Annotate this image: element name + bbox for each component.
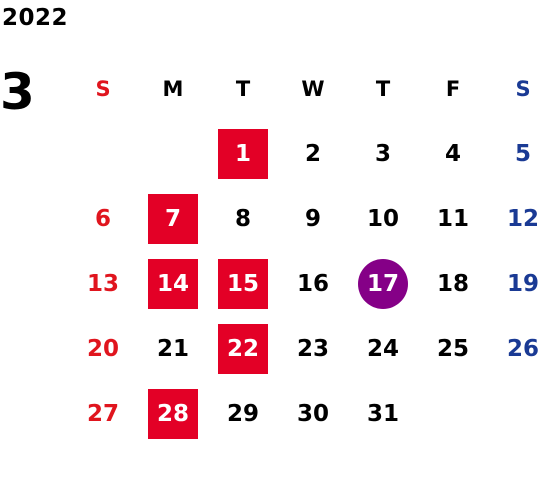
day-number: 24	[366, 335, 399, 362]
weekday-header-friday: F	[445, 76, 461, 101]
day-cell[interactable]: 3	[348, 121, 418, 186]
day-number: 10	[366, 205, 399, 232]
calendar-year: 2022	[2, 5, 69, 31]
day-cell[interactable]: 1	[208, 121, 278, 186]
day-cell[interactable]: 9	[278, 186, 348, 251]
day-cell[interactable]: 21	[138, 316, 208, 381]
day-number: 4	[444, 140, 461, 167]
day-number: 17	[358, 258, 408, 309]
day-cell[interactable]: 30	[278, 381, 348, 446]
day-number: 22	[218, 323, 268, 374]
day-number: 6	[94, 205, 111, 232]
day-number: 1	[218, 128, 268, 179]
day-number: 7	[148, 193, 198, 244]
day-number: 27	[86, 400, 119, 427]
day-cell[interactable]: 7	[138, 186, 208, 251]
day-number: 3	[374, 140, 391, 167]
day-cell-empty	[418, 381, 488, 446]
day-cell[interactable]: 31	[348, 381, 418, 446]
day-cell[interactable]: 16	[278, 251, 348, 316]
day-number: 31	[366, 400, 399, 427]
weekday-header-saturday: S	[515, 76, 531, 101]
weekday-header-thursday: T	[375, 76, 391, 101]
day-cell[interactable]: 24	[348, 316, 418, 381]
day-cell[interactable]: 6	[68, 186, 138, 251]
day-number: 15	[218, 258, 268, 309]
day-cell[interactable]: 2	[278, 121, 348, 186]
day-number: 14	[148, 258, 198, 309]
day-cell[interactable]: 15	[208, 251, 278, 316]
day-number: 13	[86, 270, 119, 297]
day-cell-empty	[488, 381, 548, 446]
day-cell[interactable]: 27	[68, 381, 138, 446]
day-cell[interactable]: 22	[208, 316, 278, 381]
weekday-header-tuesday: T	[235, 76, 251, 101]
calendar-month: 3	[0, 63, 35, 121]
day-number: 25	[436, 335, 469, 362]
day-number: 2	[304, 140, 321, 167]
day-cell[interactable]: 4	[418, 121, 488, 186]
day-number: 9	[304, 205, 321, 232]
weekday-header-sunday: S	[95, 76, 111, 101]
day-cell[interactable]: 5	[488, 121, 548, 186]
day-number: 8	[234, 205, 251, 232]
day-cell[interactable]: 17	[348, 251, 418, 316]
day-number: 16	[296, 270, 329, 297]
day-cell[interactable]: 23	[278, 316, 348, 381]
day-cell-empty	[68, 121, 138, 186]
day-number: 29	[226, 400, 259, 427]
day-cell[interactable]: 14	[138, 251, 208, 316]
day-number: 19	[506, 270, 539, 297]
day-cell[interactable]: 20	[68, 316, 138, 381]
day-cell[interactable]: 25	[418, 316, 488, 381]
day-cell[interactable]: 11	[418, 186, 488, 251]
day-number: 26	[506, 335, 539, 362]
day-cell[interactable]: 12	[488, 186, 548, 251]
day-cell[interactable]: 19	[488, 251, 548, 316]
day-cell-empty	[138, 121, 208, 186]
day-number: 20	[86, 335, 119, 362]
weekday-header-wednesday: W	[301, 76, 325, 101]
day-number: 18	[436, 270, 469, 297]
day-cell[interactable]: 28	[138, 381, 208, 446]
day-cell[interactable]: 10	[348, 186, 418, 251]
day-number: 30	[296, 400, 329, 427]
day-cell[interactable]: 26	[488, 316, 548, 381]
day-cell[interactable]: 29	[208, 381, 278, 446]
day-number: 28	[148, 388, 198, 439]
day-number: 5	[514, 140, 531, 167]
day-number: 23	[296, 335, 329, 362]
day-cell[interactable]: 18	[418, 251, 488, 316]
day-cell[interactable]: 13	[68, 251, 138, 316]
day-number: 12	[506, 205, 539, 232]
weekday-header-monday: M	[162, 76, 184, 101]
day-number: 11	[436, 205, 469, 232]
day-cell[interactable]: 8	[208, 186, 278, 251]
day-number: 21	[156, 335, 189, 362]
